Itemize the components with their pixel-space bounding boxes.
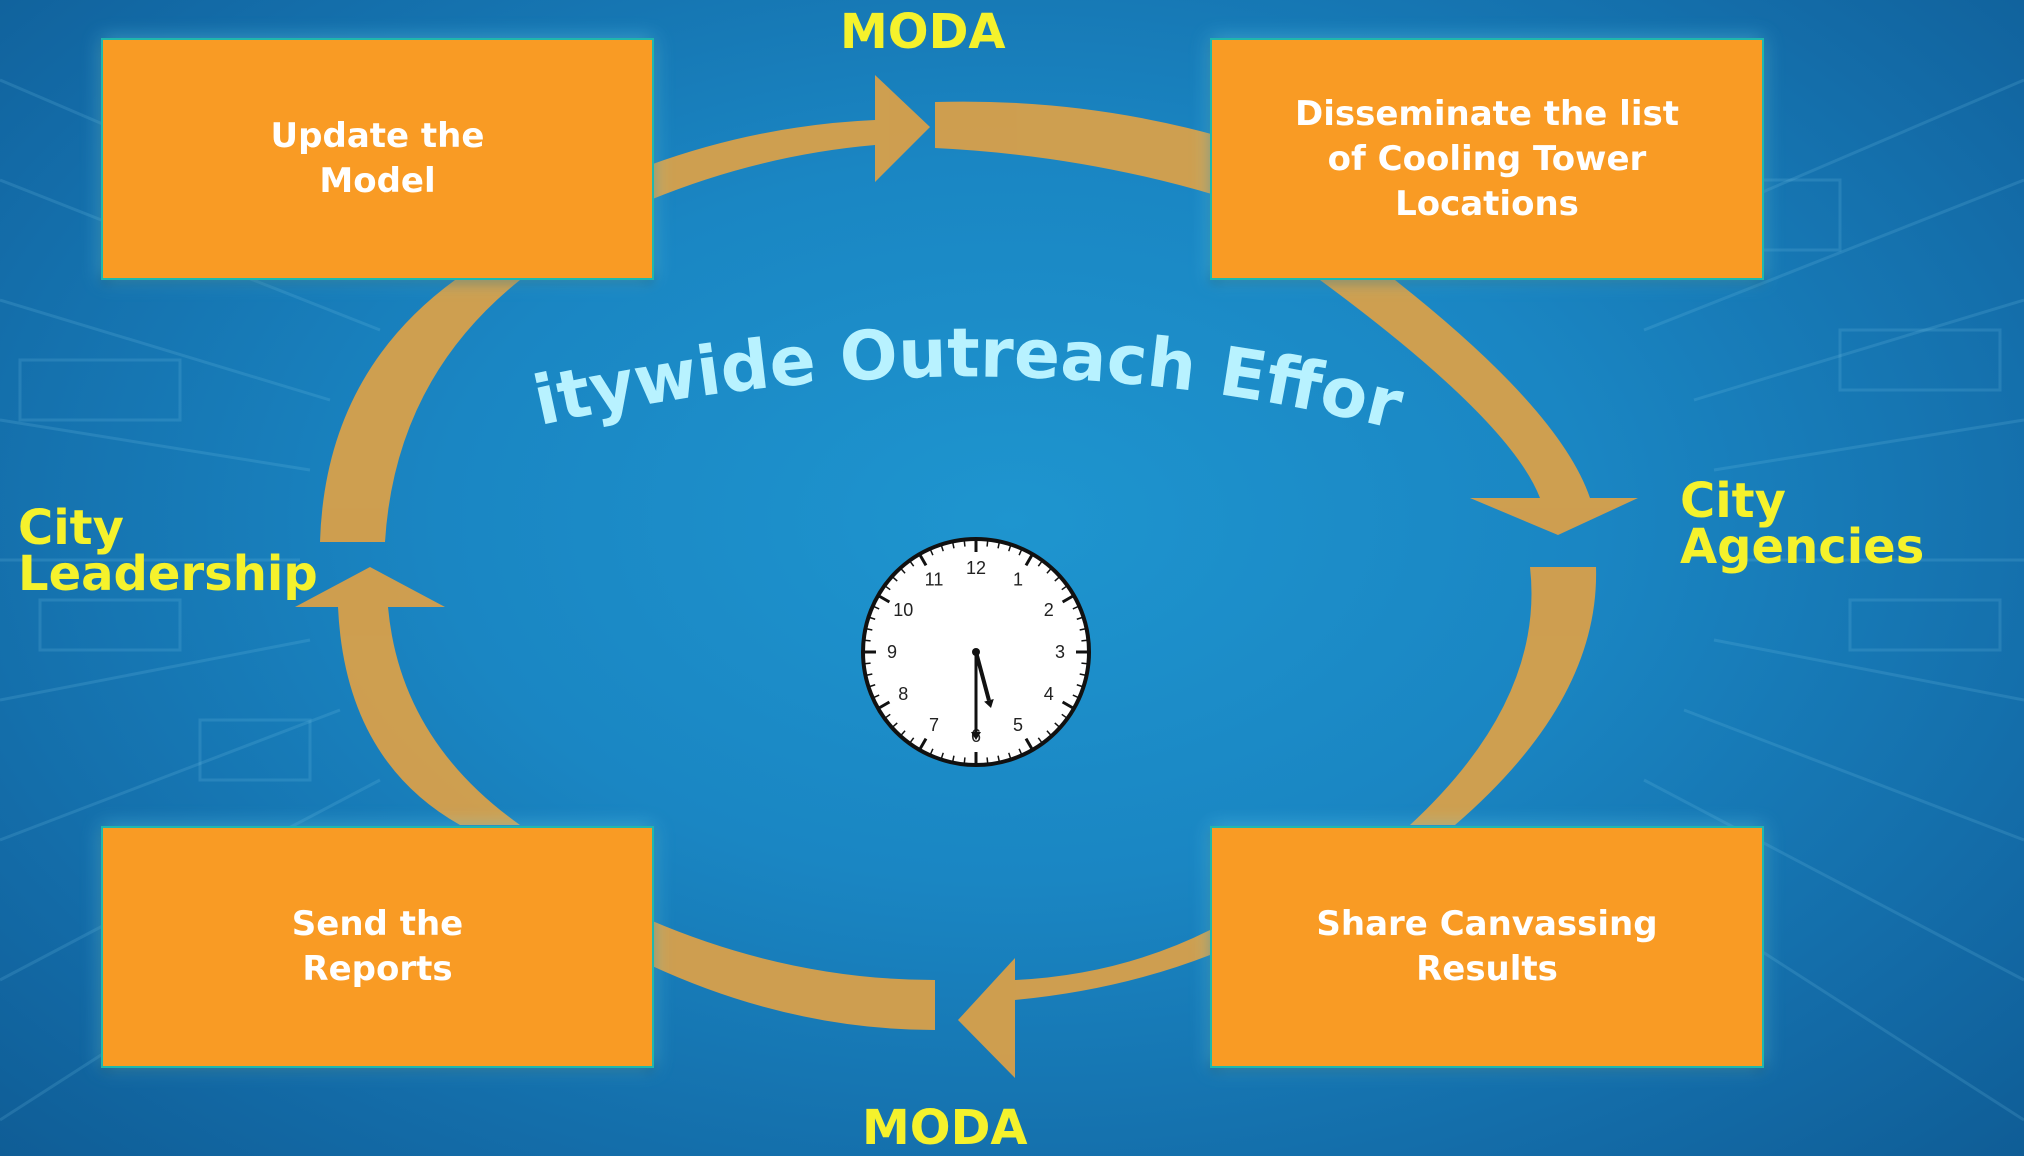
clock-major-tick — [878, 594, 891, 604]
clock-minor-tick — [1046, 568, 1052, 574]
clock-hour-hand — [974, 651, 991, 701]
clock-hour-hand-tip — [984, 699, 994, 709]
arrow-band-right-bottom — [1410, 567, 1597, 825]
clock-minor-tick — [1076, 684, 1083, 688]
clock-major-tick — [1024, 737, 1034, 750]
clock-number: 5 — [1013, 715, 1023, 735]
box-share-canvassing: Share Canvassing Results — [1210, 826, 1764, 1068]
box-update-model: Update the Model — [101, 38, 654, 280]
clock-minor-tick — [929, 549, 934, 556]
clock-minor-tick — [1081, 662, 1088, 665]
label-moda-bottom: MODA — [862, 1100, 1028, 1156]
clock-minor-tick — [1046, 730, 1052, 736]
clock-major-tick — [1061, 594, 1074, 604]
clock-minor-tick — [951, 542, 955, 549]
arrow-band-top-right — [935, 101, 1215, 195]
arrow-band-bottom-left — [650, 920, 935, 1030]
box-disseminate-list: Disseminate the list of Cooling Tower Lo… — [1210, 38, 1764, 280]
clock-minor-tick — [997, 542, 1001, 549]
clock-minor-tick — [1072, 694, 1079, 699]
clock-number: 11 — [925, 569, 944, 589]
clock-number: 10 — [893, 600, 913, 620]
clock-minor-tick — [866, 673, 873, 677]
clock-minor-tick — [951, 755, 955, 762]
clock-major-tick — [1024, 554, 1034, 567]
clock-minor-tick — [1018, 549, 1023, 556]
clock-number: 3 — [1055, 642, 1065, 662]
arrow-top-left — [650, 75, 930, 200]
clock-minor-tick — [1008, 752, 1012, 759]
clock-minor-tick — [1061, 713, 1068, 719]
clock-minor-tick — [1072, 605, 1079, 610]
clock-number: 2 — [1044, 600, 1054, 620]
clock-minor-tick — [1079, 627, 1086, 631]
clock-major-tick — [918, 737, 928, 750]
clock-center — [972, 648, 980, 656]
clock-number: 1 — [1013, 569, 1023, 589]
clock-number: 9 — [887, 642, 897, 662]
arrow-left-bottom — [295, 567, 520, 825]
clock-major-tick — [1061, 700, 1074, 710]
clock-minor-tick — [1079, 673, 1086, 677]
clock-number: 8 — [898, 684, 908, 704]
clock-number: 4 — [1044, 684, 1054, 704]
clock-number: 12 — [966, 558, 986, 578]
clock-minor-tick — [929, 748, 934, 755]
clock-minor-tick — [1061, 585, 1068, 591]
clock-minor-tick — [892, 576, 898, 582]
clock-minor-tick — [864, 639, 871, 642]
clock-minor-tick — [873, 694, 880, 699]
clock-minor-tick — [900, 568, 906, 574]
clock-minor-tick — [963, 757, 966, 764]
clock-minor-tick — [997, 755, 1001, 762]
clock-minor-tick — [1054, 722, 1060, 728]
arrow-bottom — [958, 930, 1210, 1078]
label-city-leadership: City Leadership — [18, 500, 318, 602]
clock-major-tick — [878, 700, 891, 710]
clock-minor-tick — [866, 627, 873, 631]
clock-minor-tick — [986, 757, 989, 764]
clock-minor-tick — [869, 684, 876, 688]
clock-minor-tick — [1037, 560, 1043, 567]
clock-minor-tick — [909, 560, 915, 567]
clock-number: 7 — [929, 715, 939, 735]
clock-minor-tick — [963, 540, 966, 547]
clock-minor-tick — [892, 722, 898, 728]
arrow-band-left-top — [320, 280, 520, 542]
clock-minute-hand-tip — [971, 732, 981, 740]
label-city-agencies: City Agencies — [1680, 473, 1925, 575]
clock-minor-tick — [884, 713, 891, 719]
clock-minor-tick — [940, 545, 944, 552]
clock-minor-tick — [909, 737, 915, 744]
clock-minor-tick — [1054, 576, 1060, 582]
clock-minor-tick — [873, 605, 880, 610]
clock-ticks — [864, 540, 1088, 764]
clock-minor-tick — [940, 752, 944, 759]
clock-minor-tick — [884, 585, 891, 591]
clock-major-tick — [918, 554, 928, 567]
box-send-reports: Send the Reports — [101, 826, 654, 1068]
clock-minor-tick — [1008, 545, 1012, 552]
arrow-right-top — [1320, 280, 1638, 535]
clock-minor-tick — [1037, 737, 1043, 744]
clock-minor-tick — [864, 662, 871, 665]
clock-minor-tick — [869, 616, 876, 620]
label-moda-top: MODA — [840, 4, 1006, 60]
clock-minor-tick — [1018, 748, 1023, 755]
clock-minor-tick — [1081, 639, 1088, 642]
clock-minor-tick — [900, 730, 906, 736]
cycle-arrows — [295, 75, 1638, 1078]
clock-minor-tick — [986, 540, 989, 547]
clock-minor-tick — [1076, 616, 1083, 620]
